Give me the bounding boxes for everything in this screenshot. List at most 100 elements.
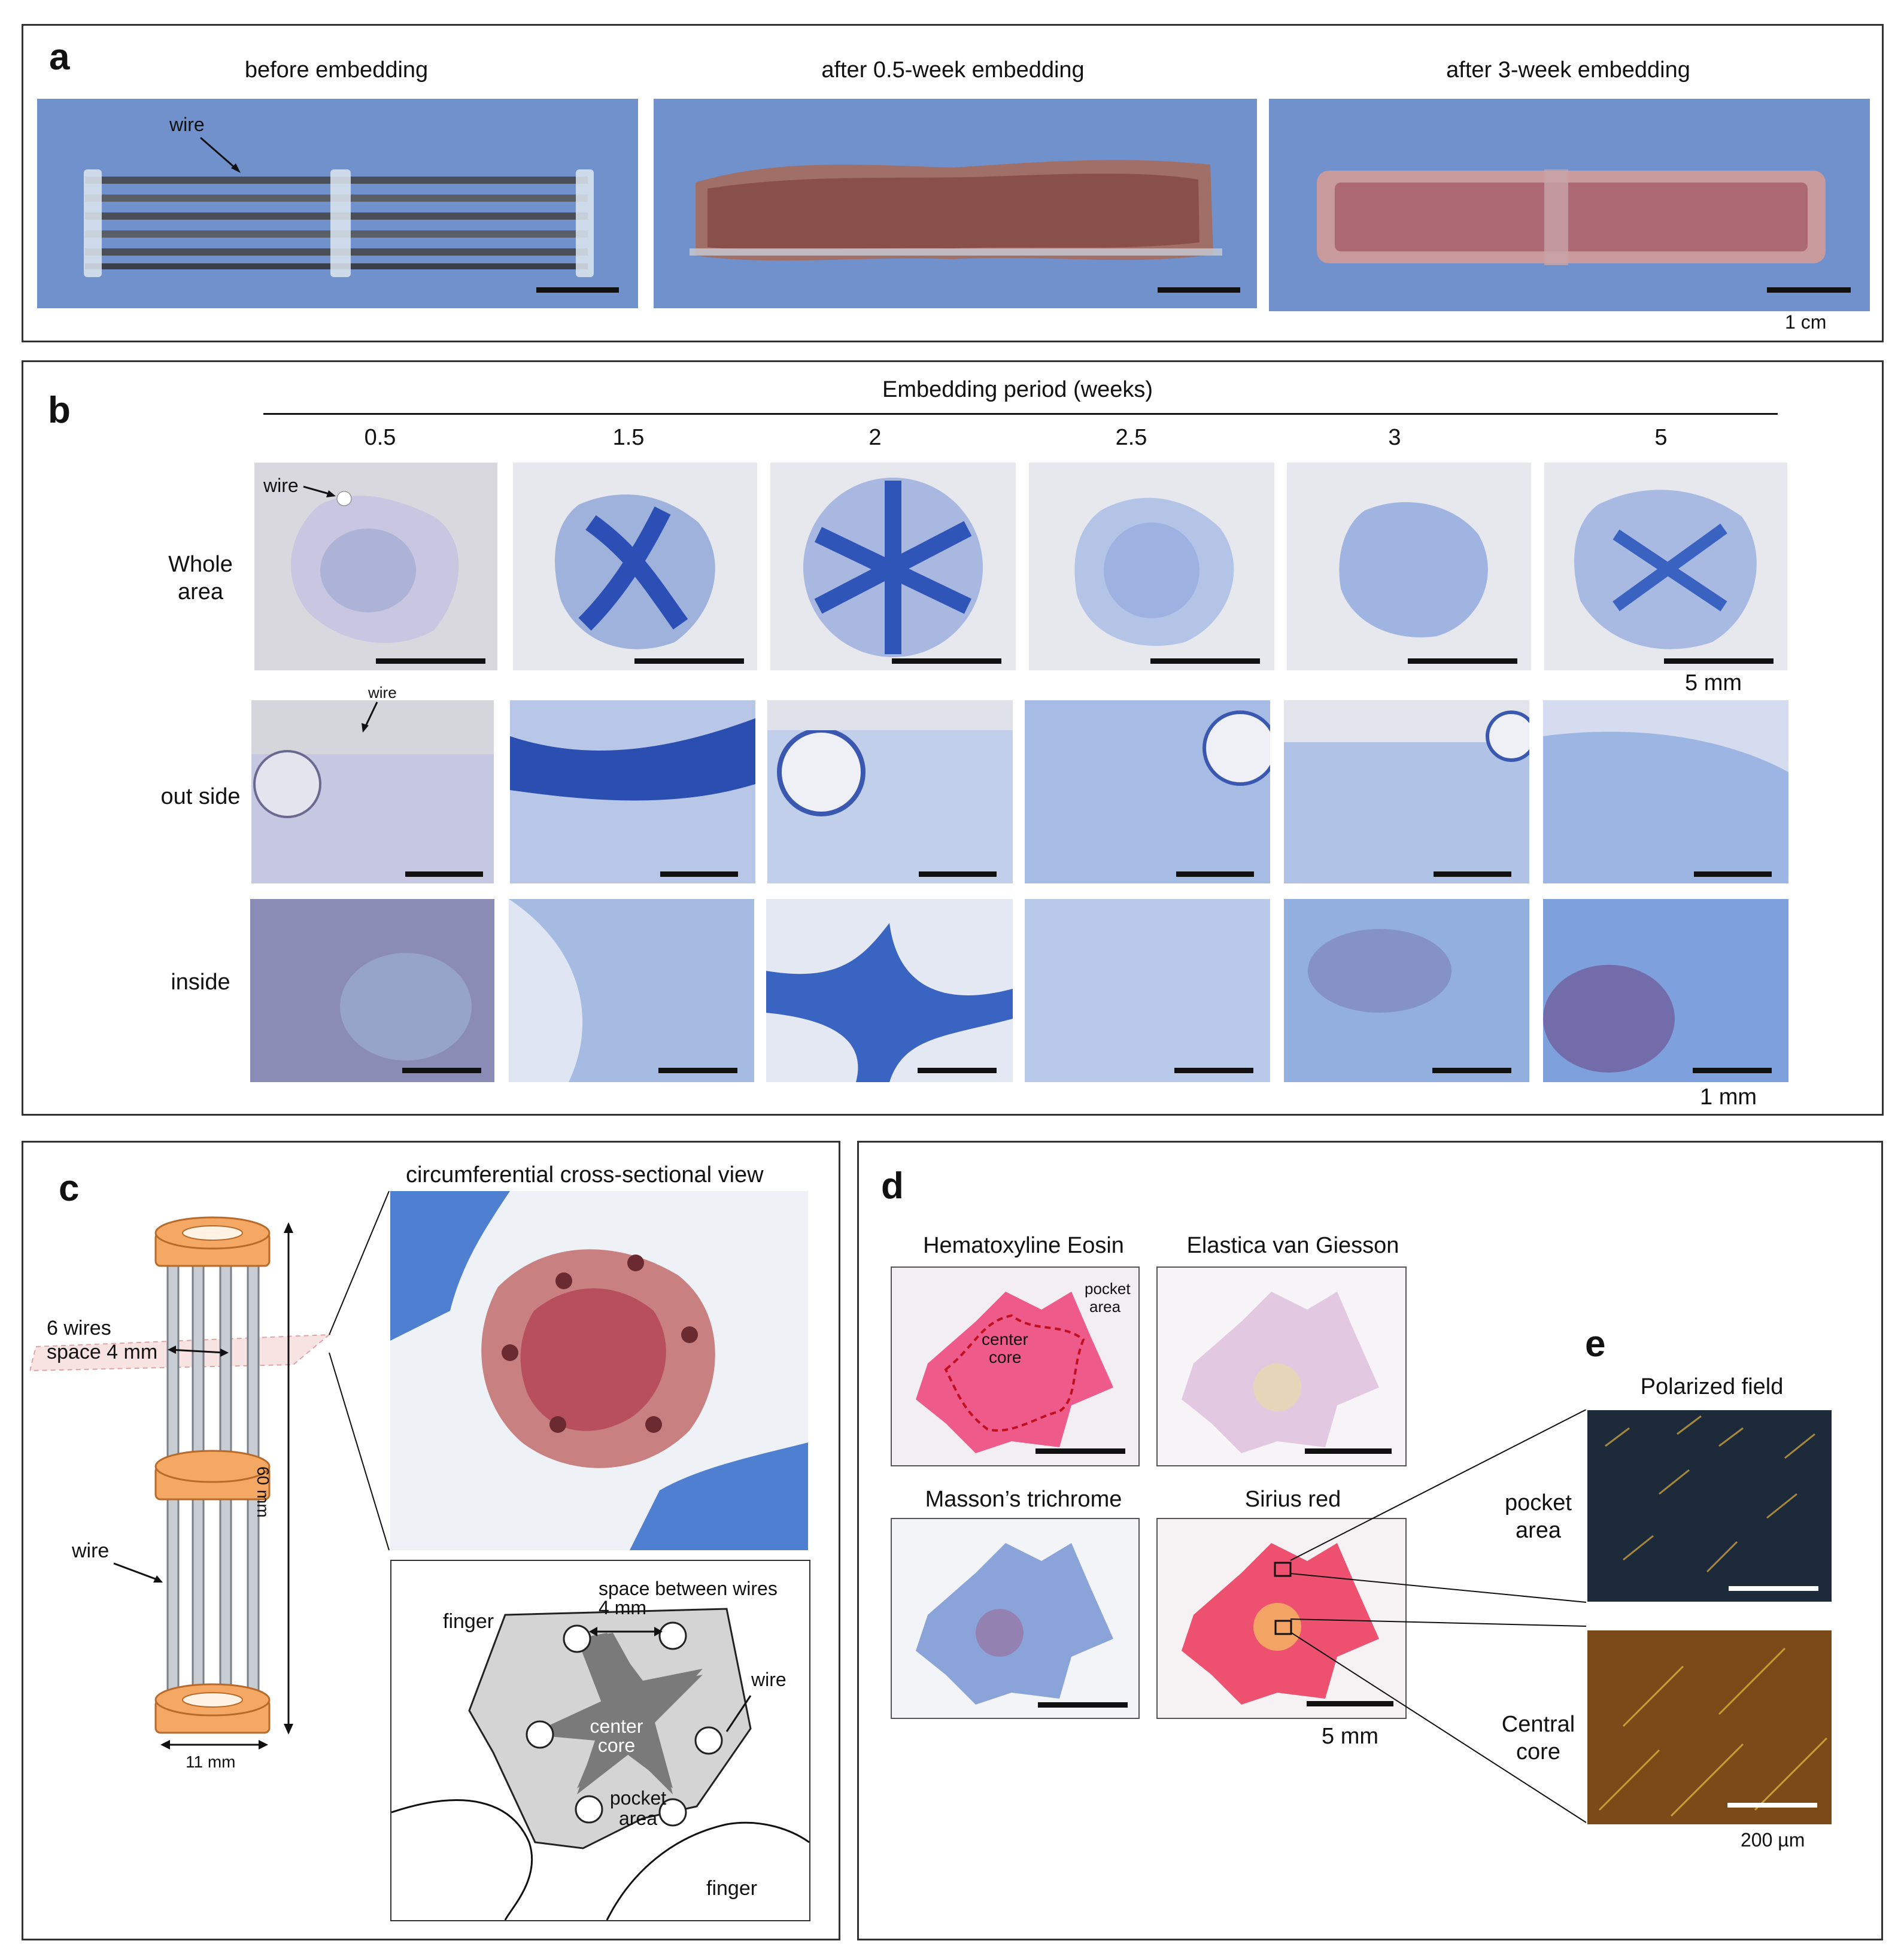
schematic-area: area: [618, 1808, 658, 1829]
panel-b-header-rule: [263, 413, 1778, 415]
polarized-central-core: [1587, 1630, 1832, 1824]
stain-mt-title: Masson’s trichrome: [925, 1487, 1122, 1512]
schematic-space-between: space between wires: [599, 1578, 778, 1599]
schematic-core: core: [597, 1735, 636, 1756]
he-center-label: center: [982, 1330, 1028, 1348]
scale-bar-whole-0: [376, 658, 485, 664]
scale-bar-whole-1: [634, 658, 744, 664]
outside-0.5: [251, 700, 494, 883]
cross-section-schematic: [390, 1560, 810, 1921]
scale-label-whole: 5 mm: [1685, 670, 1742, 695]
photo-before-embedding: [37, 99, 638, 308]
scale-bar-sr: [1307, 1701, 1393, 1706]
panel-a: [22, 24, 1884, 342]
polarized-pocket-area: [1587, 1410, 1832, 1602]
photo-after-half-week: [654, 99, 1257, 308]
wire-label-a: wire: [169, 114, 205, 135]
stain-he: [891, 1266, 1140, 1466]
scale-bar-in-2: [918, 1068, 997, 1073]
panel-a-title-1: before embedding: [244, 57, 429, 83]
pocket-area-label-1: pocket: [1505, 1490, 1572, 1515]
wire-label-b: wire: [263, 475, 299, 496]
scale-label-detail: 1 mm: [1700, 1085, 1757, 1110]
panel-a-title-2: after 0.5-week embedding: [821, 57, 1085, 83]
row-label-whole-area-text: Whole area: [168, 552, 233, 605]
schematic-pocket: pocket: [609, 1787, 667, 1809]
wire-arrow-b: [303, 485, 336, 497]
outside-1.5: [510, 700, 755, 883]
scale-bar-out-4: [1434, 871, 1511, 877]
schematic-finger-bottom: finger: [706, 1877, 758, 1900]
scale-bar-a2: [1158, 287, 1240, 293]
wire-label-c: wire: [72, 1539, 110, 1562]
scale-bar-evg: [1305, 1448, 1392, 1454]
outside-2: [767, 700, 1013, 883]
scale-bar-in-0: [402, 1068, 481, 1073]
stain-sr: [1156, 1518, 1407, 1719]
zoom-lines-c: [329, 1191, 390, 1550]
wires-count-label: 6 wires: [47, 1317, 111, 1340]
scale-bar-in-4: [1432, 1068, 1511, 1073]
scale-bar-whole-4: [1408, 658, 1517, 664]
stain-he-title: Hematoxyline Eosin: [923, 1233, 1124, 1258]
whole-area-1.5: [513, 463, 757, 670]
wire-frame-drawing: [30, 1216, 331, 1750]
panel-e-label: e: [1585, 1323, 1606, 1365]
whole-area-2: [770, 463, 1016, 670]
week-label-5: 5: [1654, 425, 1668, 450]
zoom-lines-e: [1290, 1410, 1587, 1823]
inside-2.5: [1025, 899, 1270, 1082]
inside-0.5: [250, 899, 494, 1082]
scale-bar-mt: [1038, 1702, 1128, 1708]
inside-3: [1284, 899, 1529, 1082]
outside-2.5: [1025, 700, 1270, 883]
scale-label-a: 1 cm: [1785, 311, 1827, 333]
week-label-4: 3: [1388, 425, 1401, 450]
whole-area-3: [1287, 463, 1531, 670]
scale-bar-out-0: [405, 871, 483, 877]
scale-bar-a1: [536, 287, 619, 293]
row-label-out-side: out side: [160, 784, 241, 809]
stain-evg-title: Elastica van Giesson: [1186, 1233, 1399, 1258]
he-area-label: area: [1089, 1298, 1121, 1316]
panel-d-scale-label: 5 mm: [1322, 1724, 1378, 1749]
panel-b-header: Embedding period (weeks): [882, 377, 1153, 402]
panel-c: [22, 1141, 840, 1940]
week-label-3: 2.5: [1115, 425, 1147, 450]
scale-bar-polarized-2: [1727, 1803, 1817, 1808]
panel-d-e: [857, 1141, 1883, 1940]
panel-b-label: b: [48, 390, 71, 431]
scale-bar-a3: [1767, 287, 1851, 293]
pocket-area-label-2: area: [1515, 1518, 1562, 1543]
scale-bar-out-2: [919, 871, 997, 877]
panel-d-label: d: [881, 1165, 904, 1207]
panel-b: [22, 360, 1884, 1116]
scale-bar-out-5: [1694, 871, 1772, 877]
outside-5: [1543, 700, 1788, 883]
schematic-wire: wire: [751, 1669, 786, 1690]
scale-bar-in-5: [1693, 1068, 1772, 1073]
outside-3: [1284, 700, 1529, 883]
schematic-center: center: [590, 1715, 643, 1737]
wire-arrow-b2: [362, 701, 378, 733]
panel-e-scale-label: 200 µm: [1741, 1829, 1805, 1851]
panel-a-label: a: [49, 37, 70, 78]
wire-arrow-a: [200, 136, 241, 173]
panel-c-label: c: [59, 1168, 80, 1209]
central-core-label-1: Central: [1501, 1712, 1575, 1737]
panel-c-title: circumferential cross-sectional view: [406, 1162, 764, 1187]
scale-bar-out-3: [1176, 871, 1254, 877]
inside-2: [766, 899, 1013, 1082]
stain-mt: [891, 1518, 1140, 1719]
height-label: 60 mm: [254, 1466, 272, 1518]
schematic-space-value: 4 mm: [599, 1597, 646, 1618]
stain-sr-title: Sirius red: [1244, 1487, 1341, 1512]
scale-bar-whole-5: [1664, 658, 1774, 664]
scale-bar-whole-2: [892, 658, 1001, 664]
week-label-0: 0.5: [364, 425, 396, 450]
wire-label-b2: wire: [368, 684, 397, 701]
scale-bar-in-3: [1174, 1068, 1253, 1073]
row-label-whole-area: Whole area: [150, 551, 251, 606]
photo-after-three-week: [1269, 99, 1870, 311]
scale-bar-whole-3: [1150, 658, 1260, 664]
